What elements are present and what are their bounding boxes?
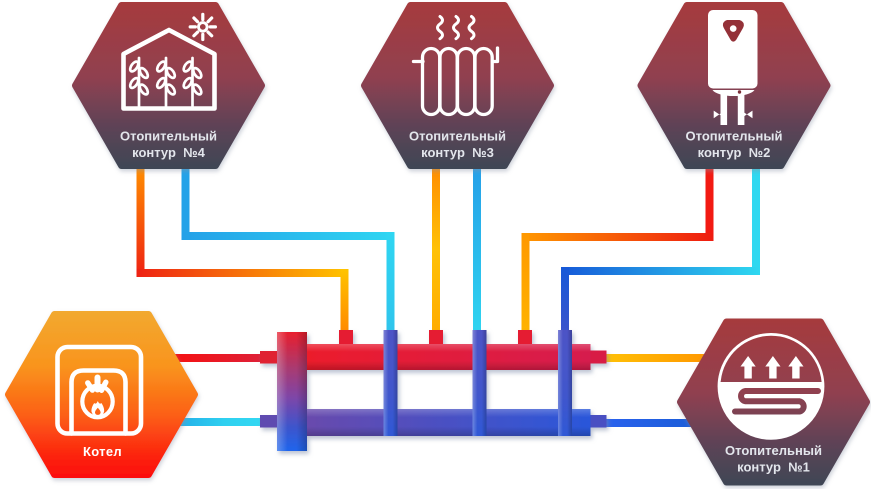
- svg-text:контур №2: контур №2: [698, 145, 771, 160]
- svg-text:Отопительный: Отопительный: [725, 443, 822, 458]
- svg-text:Отопительный: Отопительный: [686, 129, 783, 144]
- svg-text:контур №1: контур №1: [737, 460, 810, 475]
- svg-text:Котел: Котел: [83, 444, 122, 459]
- svg-text:контур №3: контур №3: [421, 145, 494, 160]
- svg-text:Отопительный: Отопительный: [409, 129, 506, 144]
- svg-text:контур №4: контур №4: [132, 145, 206, 160]
- svg-text:Отопительный: Отопительный: [120, 129, 217, 144]
